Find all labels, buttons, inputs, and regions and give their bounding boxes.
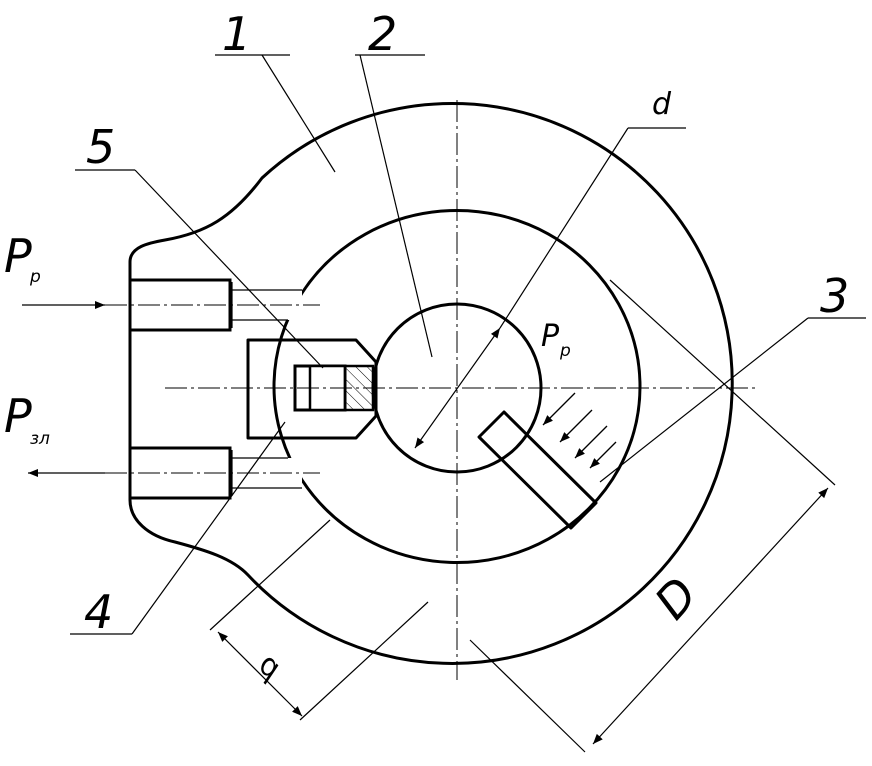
housing-dimension-line bbox=[592, 487, 829, 745]
label-vane: 3 bbox=[820, 269, 849, 323]
svg-text:P: P bbox=[4, 389, 32, 443]
leader-lines bbox=[70, 54, 866, 635]
vane-pressure-arrow-2 bbox=[559, 409, 593, 443]
housing-body bbox=[128, 101, 734, 665]
vane-pressure-arrow-3 bbox=[574, 425, 608, 459]
label-piston: 4 bbox=[84, 585, 113, 639]
svg-text:P: P bbox=[4, 229, 32, 283]
svg-text:P: P bbox=[541, 319, 560, 354]
svg-text:р: р bbox=[29, 267, 41, 287]
vane-pressure-arrow-4 bbox=[589, 441, 617, 469]
bottom-dimension-line bbox=[217, 631, 303, 717]
svg-text:р: р bbox=[559, 341, 571, 361]
label-work-pressure: P р bbox=[4, 229, 41, 287]
vane-pressure-arrow-1 bbox=[542, 392, 576, 426]
pressure-arrows bbox=[22, 301, 617, 477]
piston bbox=[246, 338, 378, 440]
rotor-dimension-line bbox=[414, 327, 501, 449]
housing bbox=[128, 101, 734, 665]
label-rotor-pressure: P р bbox=[541, 319, 571, 361]
label-rotor: 2 bbox=[368, 7, 397, 61]
label-housing: 1 bbox=[222, 7, 251, 61]
label-stopper: 5 bbox=[86, 120, 115, 174]
label-drain-pressure: P зл bbox=[4, 389, 50, 449]
dimensions bbox=[209, 127, 836, 753]
vane bbox=[477, 410, 598, 530]
piston-body bbox=[246, 338, 378, 440]
svg-text:зл: зл bbox=[30, 429, 50, 449]
label-rotor-dim: d bbox=[652, 87, 672, 122]
vane-body bbox=[477, 410, 598, 530]
